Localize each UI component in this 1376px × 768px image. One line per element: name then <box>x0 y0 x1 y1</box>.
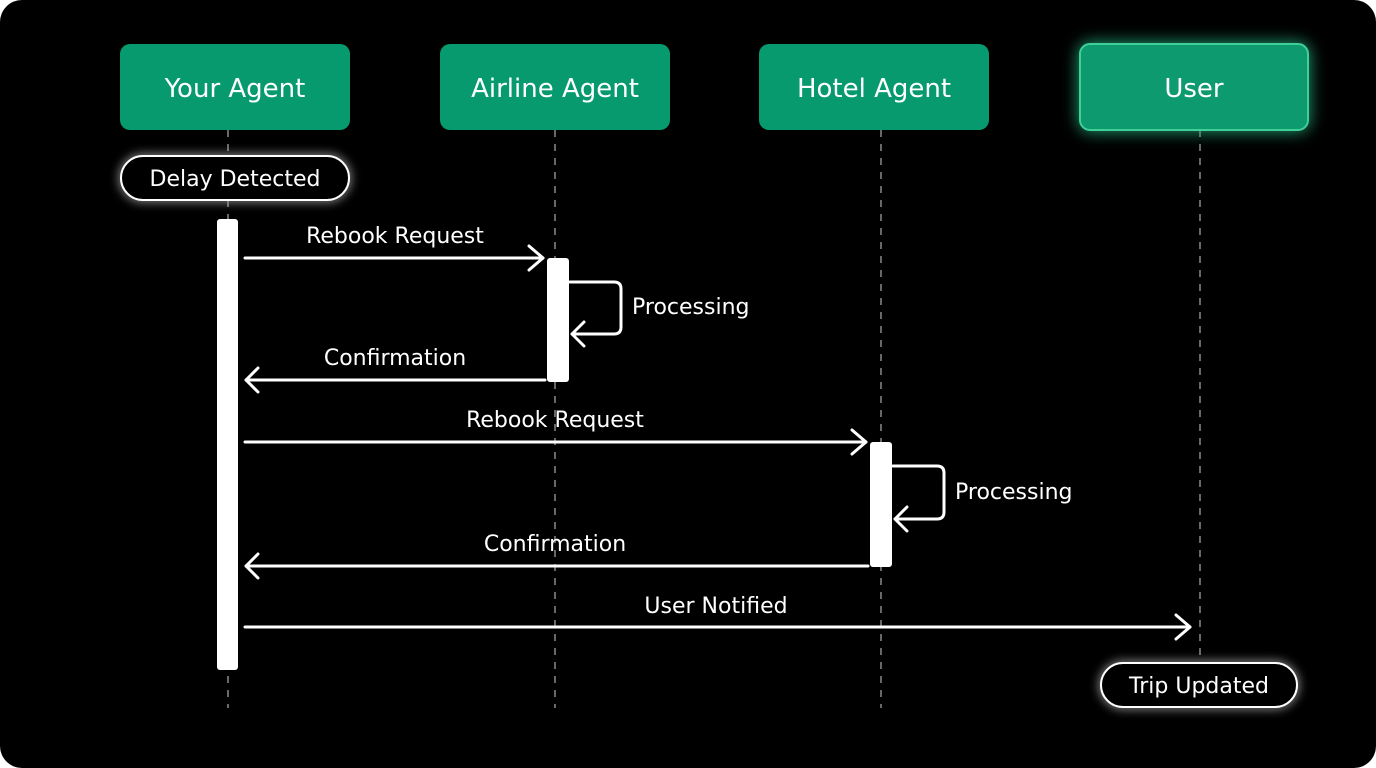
actor-your-agent: Your Agent <box>120 44 350 130</box>
message-label-rebook-request-airline: Rebook Request <box>306 224 484 249</box>
actor-airline-agent: Airline Agent <box>440 44 670 130</box>
note-label-trip-updated: Trip Updated <box>1128 674 1269 699</box>
activation-bar-airline-agent <box>547 258 569 382</box>
message-processing-airline <box>568 280 623 348</box>
message-processing-hotel <box>891 464 946 533</box>
message-confirmation-hotel <box>244 552 870 580</box>
message-label-user-notified: User Notified <box>644 594 787 619</box>
message-label-confirmation-airline: Confirmation <box>324 346 466 371</box>
message-rebook-request-hotel <box>243 428 868 456</box>
message-user-notified <box>243 613 1192 641</box>
actor-label-airline-agent: Airline Agent <box>471 74 639 104</box>
actor-label-user: User <box>1164 74 1224 104</box>
actor-hotel-agent: Hotel Agent <box>759 44 989 130</box>
actor-label-your-agent: Your Agent <box>164 74 306 104</box>
actor-label-hotel-agent: Hotel Agent <box>797 74 951 104</box>
message-confirmation-airline <box>244 366 547 394</box>
activation-bar-hotel-agent <box>870 442 892 567</box>
actor-user: User <box>1079 43 1309 131</box>
message-rebook-request-airline <box>243 244 545 272</box>
note-delay-detected: Delay Detected <box>120 155 350 201</box>
message-label-rebook-request-hotel: Rebook Request <box>466 408 644 433</box>
message-label-processing-airline: Processing <box>632 295 749 320</box>
activation-bar-your-agent <box>217 219 238 670</box>
message-label-processing-hotel: Processing <box>955 480 1072 505</box>
note-label-delay-detected: Delay Detected <box>150 167 321 192</box>
note-trip-updated: Trip Updated <box>1100 662 1298 708</box>
message-label-confirmation-hotel: Confirmation <box>484 532 626 557</box>
